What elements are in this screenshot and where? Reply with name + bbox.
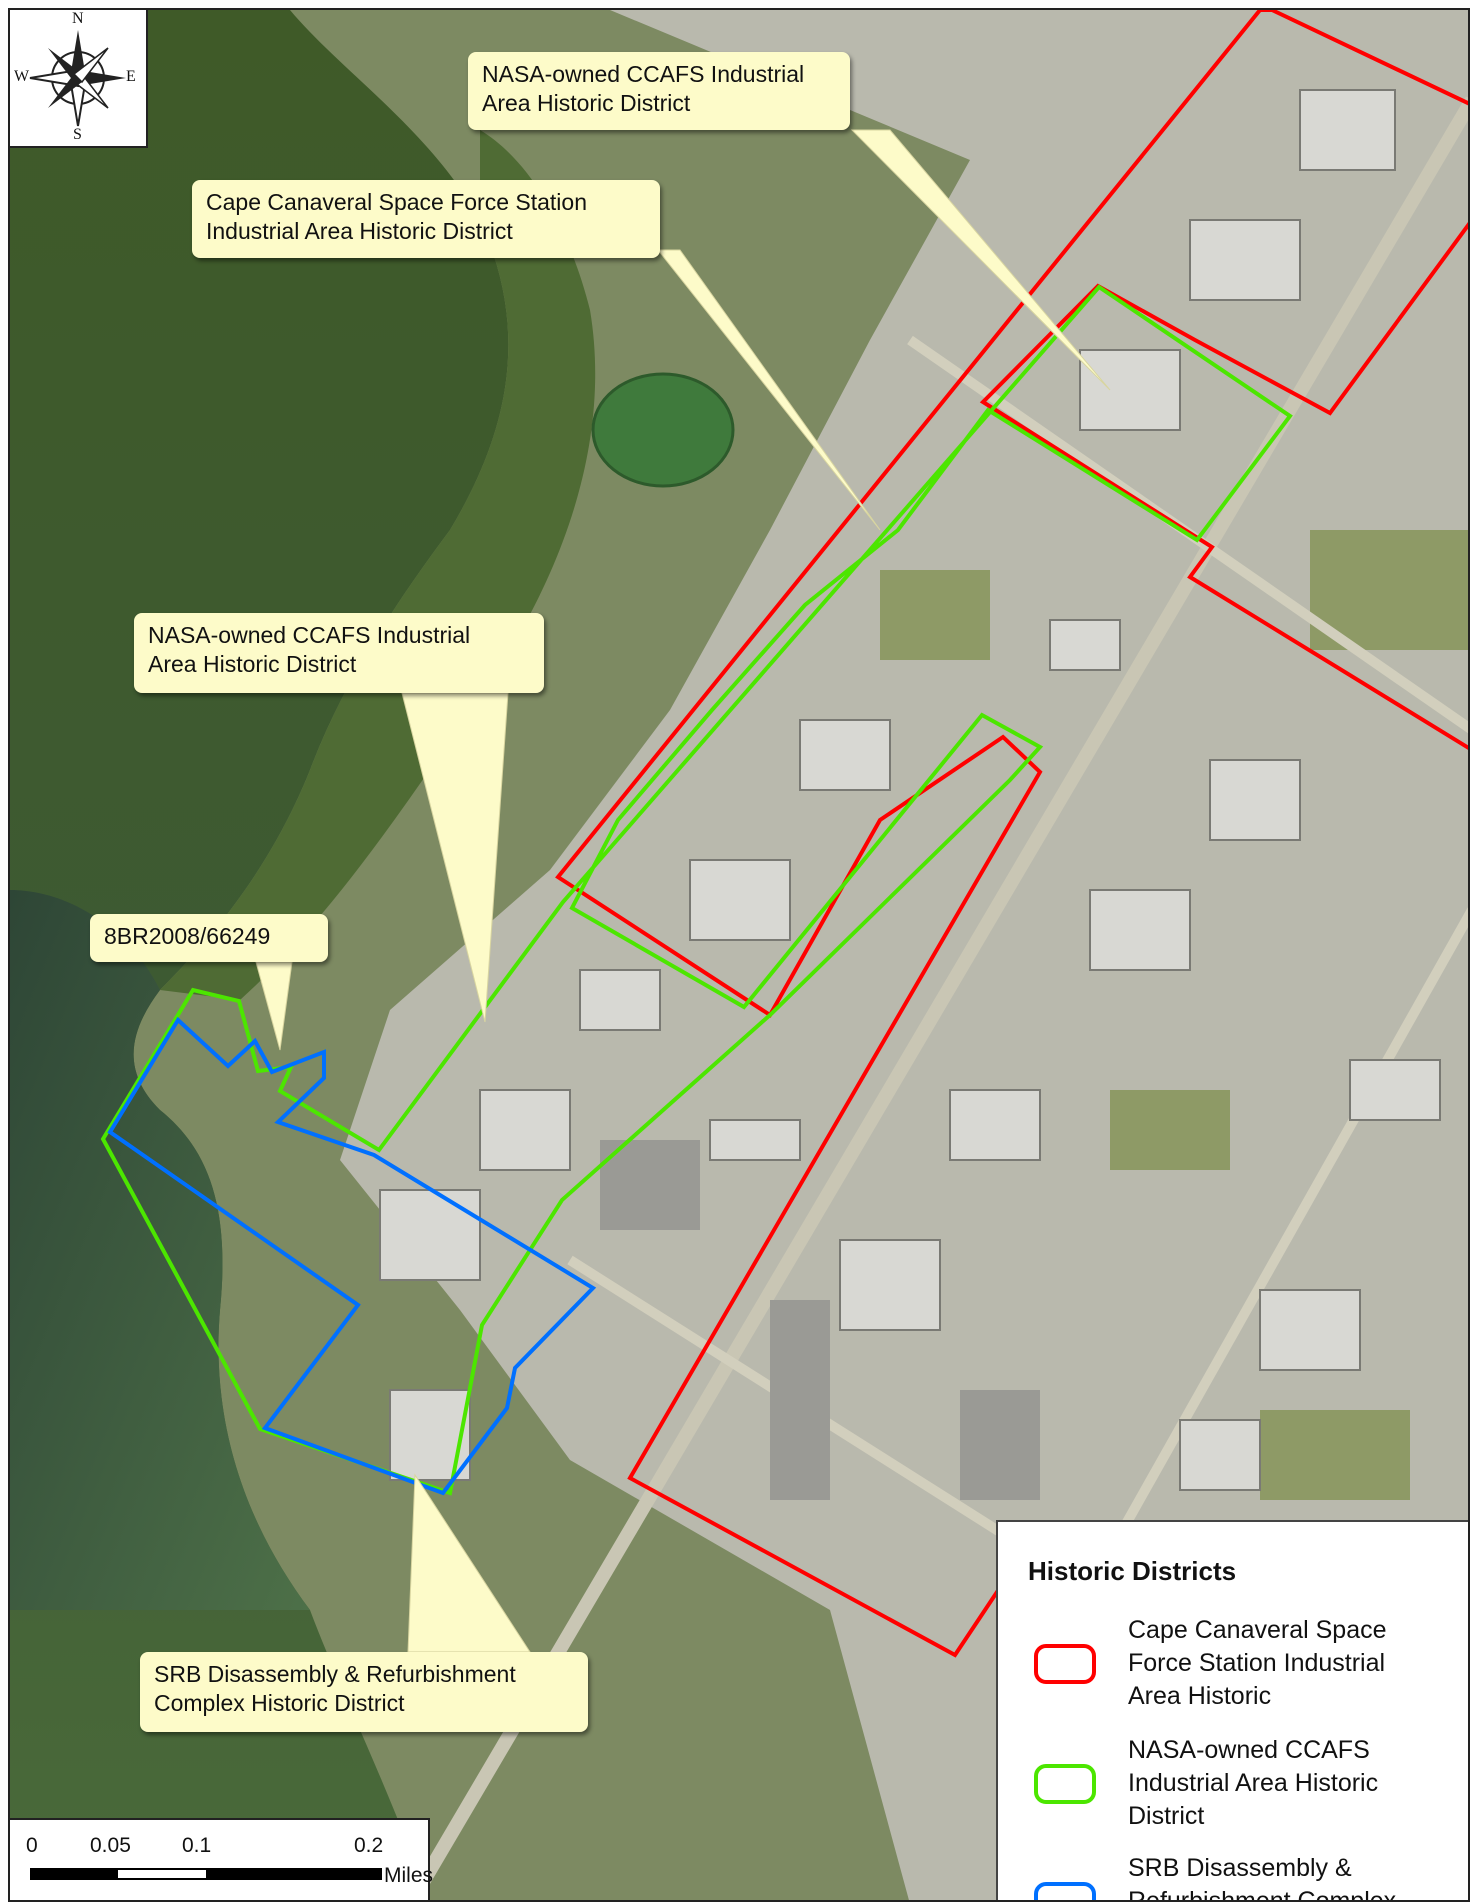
south-label: S: [73, 126, 82, 143]
compass-rose-icon: [29, 30, 126, 127]
legend-item-ccsfs: Cape Canaveral Space Force Station Indus…: [1028, 1614, 1458, 1714]
north-arrow: N S E W: [10, 10, 148, 148]
scale-bar-graphic: [30, 1868, 382, 1880]
scale-tick-01: 0.1: [182, 1834, 212, 1857]
scale-tick-02: 0.2: [354, 1834, 384, 1857]
retention-pond: [591, 372, 735, 488]
srb-district-boundary[interactable]: [107, 1016, 597, 1496]
scale-bar: 0 0.05 0.1 0.2 Miles: [10, 1818, 434, 1900]
callout-site-8br2008: 8BR2008/66249: [90, 914, 328, 962]
callout-srb-complex: SRB Disassembly & Refurbishment Complex …: [140, 1652, 588, 1732]
legend-swatch-red: [1034, 1644, 1096, 1684]
buildings: [379, 89, 1441, 1491]
scale-unit: Miles: [384, 1864, 434, 1887]
east-label: E: [126, 68, 136, 85]
legend: Historic Districts Cape Canaveral Space …: [996, 1520, 1468, 1900]
deep-water: [10, 890, 310, 1610]
callout-leaders: [255, 129, 1111, 1653]
legend-item-srb: SRB Disassembly & Refurbishment Complex: [1028, 1852, 1458, 1900]
west-label: W: [14, 68, 30, 85]
main-road: [404, 96, 1468, 1900]
legend-item-nasa-ccafs: NASA-owned CCAFS Industrial Area Histori…: [1028, 1734, 1458, 1834]
aerial-imagery: [10, 10, 1468, 1900]
scale-tick-0: 0: [26, 1834, 38, 1857]
callout-nasa-ccafs-mid: NASA-owned CCAFS Industrial Area Histori…: [134, 613, 544, 693]
legend-title: Historic Districts: [1028, 1556, 1237, 1586]
side-road: [1095, 907, 1468, 1573]
north-label: N: [72, 10, 84, 27]
callout-nasa-ccafs-top: NASA-owned CCAFS Industrial Area Histori…: [468, 52, 850, 130]
map-frame[interactable]: N S E W NASA-owned CCAFS Industrial Area…: [8, 8, 1470, 1902]
scale-tick-005: 0.05: [90, 1834, 131, 1857]
callout-ccsfs: Cape Canaveral Space Force Station Indus…: [192, 180, 660, 258]
legend-swatch-blue: [1034, 1882, 1096, 1900]
legend-swatch-green: [1034, 1764, 1096, 1804]
